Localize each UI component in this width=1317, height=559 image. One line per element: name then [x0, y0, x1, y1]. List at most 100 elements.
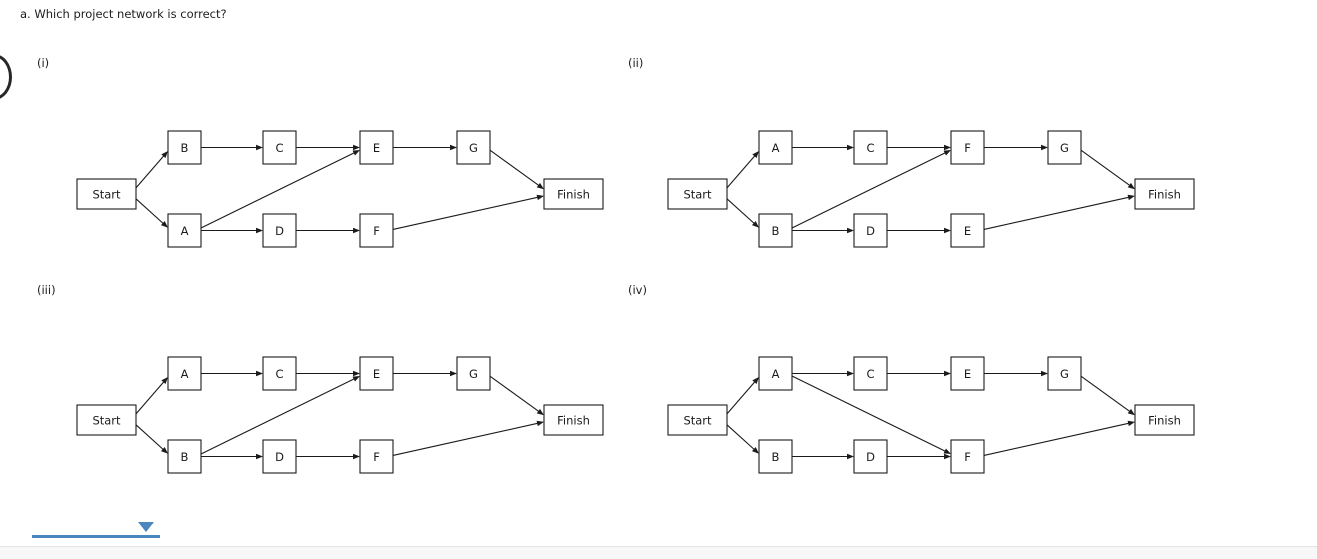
arrow-head-icon: [751, 447, 759, 454]
node-label: G: [1060, 367, 1069, 381]
arrow-head-icon: [1127, 194, 1135, 201]
network-node-d: D: [853, 439, 888, 474]
node-label: C: [275, 141, 283, 155]
network-node-c: C: [262, 130, 297, 165]
edge-line: [983, 422, 1130, 456]
network-node-f: F: [359, 439, 394, 474]
node-label: C: [866, 367, 874, 381]
node-box: [262, 213, 297, 248]
network-node-start: Start: [76, 404, 137, 436]
dropdown-caret-icon[interactable]: [138, 522, 154, 532]
node-box: [543, 178, 604, 210]
edge-line: [200, 378, 355, 455]
network-node-c: C: [853, 356, 888, 391]
project-network-diagram-iii[interactable]: Start A C E G B D F Finish: [60, 346, 660, 486]
network-node-f: F: [950, 439, 985, 474]
network-node-d: D: [262, 439, 297, 474]
node-label: A: [181, 224, 189, 238]
node-box: [950, 130, 985, 165]
node-box: [950, 356, 985, 391]
node-label: G: [1060, 141, 1069, 155]
arrow-head-icon: [1041, 370, 1048, 377]
arrow-head-icon: [847, 370, 854, 377]
node-label: F: [373, 450, 380, 464]
node-label: B: [181, 141, 189, 155]
node-label: E: [964, 224, 971, 238]
arrow-head-icon: [353, 144, 360, 151]
network-node-e: E: [359, 356, 394, 391]
answer-underline: [32, 535, 160, 538]
network-node-a: A: [758, 356, 793, 391]
node-label: D: [275, 224, 284, 238]
arrow-head-icon: [943, 448, 951, 455]
node-label: A: [772, 141, 780, 155]
arrow-head-icon: [256, 370, 263, 377]
arrow-head-icon: [352, 149, 360, 156]
node-label: B: [181, 450, 189, 464]
node-label: G: [469, 141, 478, 155]
network-node-b: B: [167, 439, 202, 474]
node-label: C: [275, 367, 283, 381]
network-node-d: D: [853, 213, 888, 248]
node-box: [262, 356, 297, 391]
node-box: [359, 213, 394, 248]
node-box: [262, 439, 297, 474]
network-node-g: G: [456, 130, 491, 165]
edge-line: [135, 198, 164, 225]
node-box: [853, 130, 888, 165]
network-node-a: A: [167, 356, 202, 391]
arrow-head-icon: [256, 144, 263, 151]
option-label-ii: (ii): [628, 56, 644, 70]
arrow-head-icon: [536, 408, 544, 416]
network-node-start: Start: [667, 178, 728, 210]
node-box: [950, 213, 985, 248]
arrow-head-icon: [944, 144, 951, 151]
edge-line: [1080, 375, 1131, 413]
network-node-finish: Finish: [543, 178, 604, 210]
edge-line: [726, 198, 755, 225]
arrow-head-icon: [352, 375, 360, 382]
node-label: F: [964, 141, 971, 155]
arrow-head-icon: [944, 453, 951, 460]
arrow-head-icon: [353, 453, 360, 460]
node-label: Finish: [557, 414, 590, 428]
arrow-head-icon: [353, 227, 360, 234]
node-label: A: [772, 367, 780, 381]
node-label: G: [469, 367, 478, 381]
node-label: B: [772, 224, 780, 238]
node-box: [1134, 404, 1195, 436]
network-node-g: G: [1047, 130, 1082, 165]
node-box: [543, 404, 604, 436]
node-box: [667, 404, 728, 436]
network-node-start: Start: [667, 404, 728, 436]
network-node-g: G: [456, 356, 491, 391]
node-label: E: [373, 367, 380, 381]
arrow-head-icon: [944, 227, 951, 234]
node-label: Finish: [1148, 188, 1181, 202]
arrow-head-icon: [161, 376, 168, 385]
node-box: [853, 356, 888, 391]
network-node-e: E: [950, 213, 985, 248]
arrow-head-icon: [752, 376, 759, 385]
network-node-c: C: [262, 356, 297, 391]
node-box: [456, 356, 491, 391]
network-node-d: D: [262, 213, 297, 248]
arrow-head-icon: [944, 370, 951, 377]
node-label: D: [275, 450, 284, 464]
node-label: Start: [92, 414, 121, 428]
node-box: [167, 356, 202, 391]
arrow-head-icon: [1127, 408, 1135, 416]
arrow-head-icon: [161, 150, 168, 159]
arrow-head-icon: [847, 227, 854, 234]
node-box: [456, 130, 491, 165]
node-box: [76, 178, 137, 210]
node-label: D: [866, 450, 875, 464]
option-label-i: (i): [37, 56, 50, 70]
node-box: [758, 213, 793, 248]
arrow-head-icon: [536, 194, 544, 201]
